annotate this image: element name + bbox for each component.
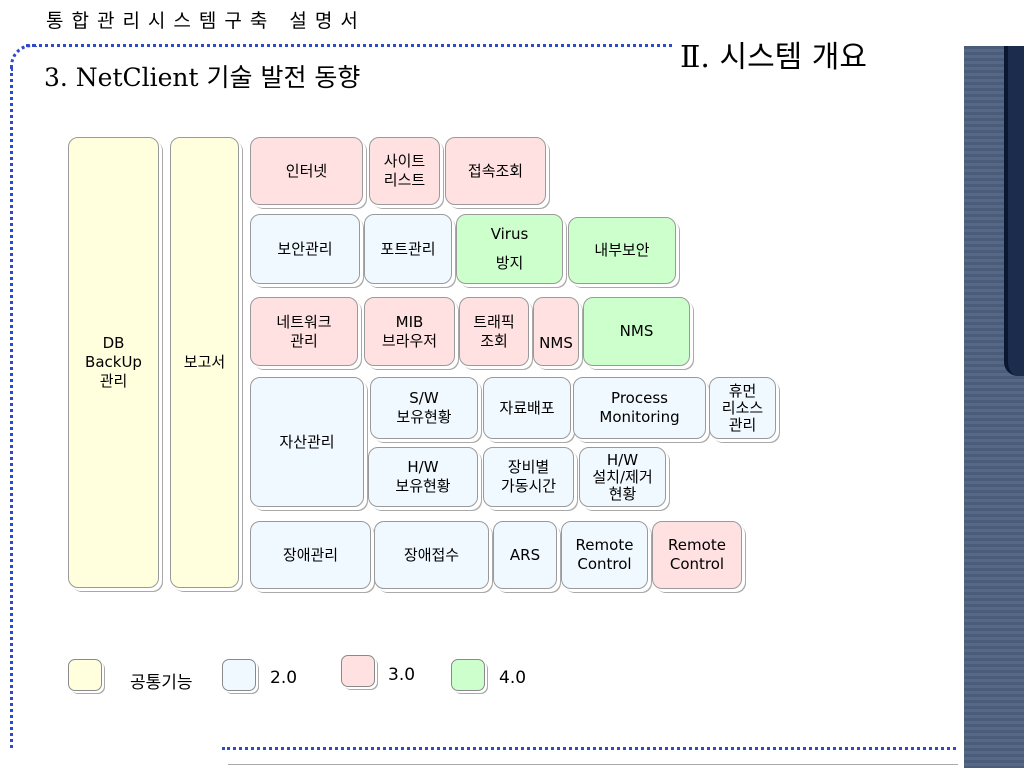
legend-label-v4: 4.0 (499, 668, 527, 688)
corner-dotted-curve (10, 44, 37, 71)
hw-status-box: H/W 보유현황 (368, 447, 478, 507)
legend-label-v3: 3.0 (388, 665, 416, 685)
left-dotted-rule (10, 66, 13, 748)
mib-browser-box: MIB 브라우저 (364, 297, 455, 366)
uptime-box: 장비별 가동시간 (483, 447, 574, 507)
security-mgmt-box: 보안관리 (250, 214, 360, 284)
bottom-dotted-rule (222, 747, 956, 750)
ars-box: ARS (493, 521, 557, 589)
network-mgmt-box: 네트워크 관리 (250, 297, 358, 366)
hw-install-box: H/W 설치/제거 현황 (579, 447, 666, 507)
traffic-query-box: 트래픽 조회 (459, 297, 529, 366)
legend-swatch-common (68, 659, 102, 691)
nms-small-box: NMS (533, 297, 579, 366)
db-backup-box: DB BackUp 관리 (68, 137, 159, 588)
document-header: 통합관리시스템구축 설명서 (46, 10, 366, 32)
top-dotted-rule (26, 44, 672, 47)
section-title: 3. NetClient 기술 발전 동향 (44, 63, 361, 92)
legend-label-v2: 2.0 (270, 668, 298, 688)
legend-swatch-v3 (341, 655, 375, 687)
process-monitoring-box: Process Monitoring (573, 377, 706, 439)
legend-swatch-v2 (222, 659, 256, 691)
failure-mgmt-box: 장애관리 (250, 521, 371, 589)
remote-control-box-v3: Remote Control (652, 521, 742, 589)
remote-control-box-v2: Remote Control (561, 521, 648, 589)
nms-box: NMS (583, 297, 690, 366)
site-list-box: 사이트 리스트 (369, 137, 440, 205)
failure-intake-box: 장애접수 (374, 521, 489, 589)
internal-security-box: 내부보안 (568, 217, 676, 284)
bottom-thin-rule (228, 764, 958, 765)
access-query-box: 접속조회 (445, 137, 546, 205)
report-box: 보고서 (170, 137, 239, 588)
legend-swatch-v4 (451, 659, 485, 691)
decorative-side-panel (964, 46, 1024, 768)
port-mgmt-box: 포트관리 (364, 214, 452, 284)
virus-box: Virus 방지 (456, 214, 563, 284)
legend-label-common: 공통기능 (130, 673, 193, 693)
sw-status-box: S/W 보유현황 (370, 377, 478, 439)
chapter-title: Ⅱ. 시스템 개요 (680, 40, 867, 75)
human-resource-box: 휴먼 리소스 관리 (709, 377, 776, 439)
asset-mgmt-box: 자산관리 (250, 377, 364, 507)
internet-box: 인터넷 (250, 137, 363, 205)
data-distribution-box: 자료배포 (483, 377, 571, 439)
